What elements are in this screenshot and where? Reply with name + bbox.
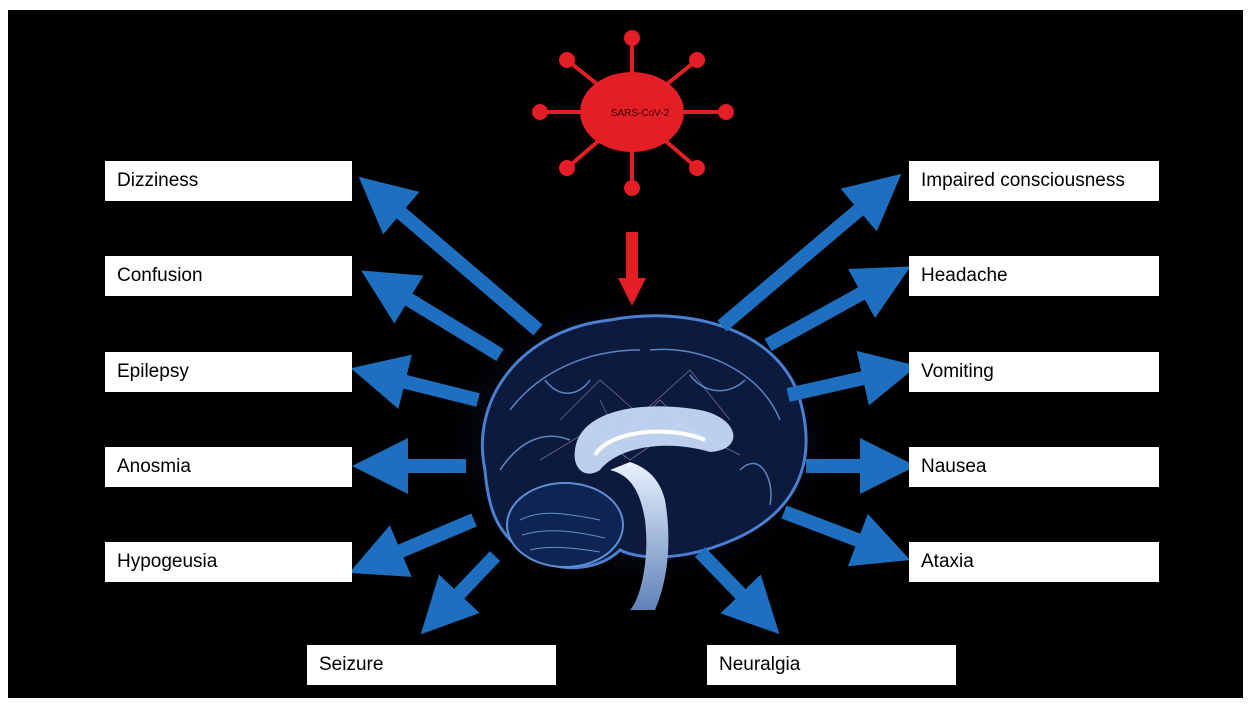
symptom-ataxia: Ataxia: [909, 542, 1159, 582]
symptom-impaired-consciousness: Impaired consciousness: [909, 161, 1159, 201]
symptom-headache: Headache: [909, 256, 1159, 296]
symptom-anosmia: Anosmia: [105, 447, 352, 487]
arrow-headache: [768, 280, 886, 345]
symptom-neuralgia: Neuralgia: [707, 645, 956, 685]
virus-to-brain-arrow: [618, 232, 646, 306]
symptom-epilepsy: Epilepsy: [105, 352, 352, 392]
symptom-confusion: Confusion: [105, 256, 352, 296]
arrow-epilepsy: [378, 375, 478, 400]
virus-label: SARS-CoV-2: [590, 108, 690, 119]
arrow-ataxia: [784, 512, 884, 550]
arrow-confusion: [385, 285, 500, 355]
symptom-vomiting: Vomiting: [909, 352, 1159, 392]
symptom-seizure: Seizure: [307, 645, 556, 685]
symptom-nausea: Nausea: [909, 447, 1159, 487]
symptom-dizziness: Dizziness: [105, 161, 352, 201]
symptom-hypogeusia: Hypogeusia: [105, 542, 352, 582]
arrow-dizziness: [380, 195, 538, 330]
arrow-impaired-consciousness: [722, 192, 880, 326]
arrow-seizure: [440, 556, 495, 614]
arrow-hypogeusia: [375, 520, 474, 562]
